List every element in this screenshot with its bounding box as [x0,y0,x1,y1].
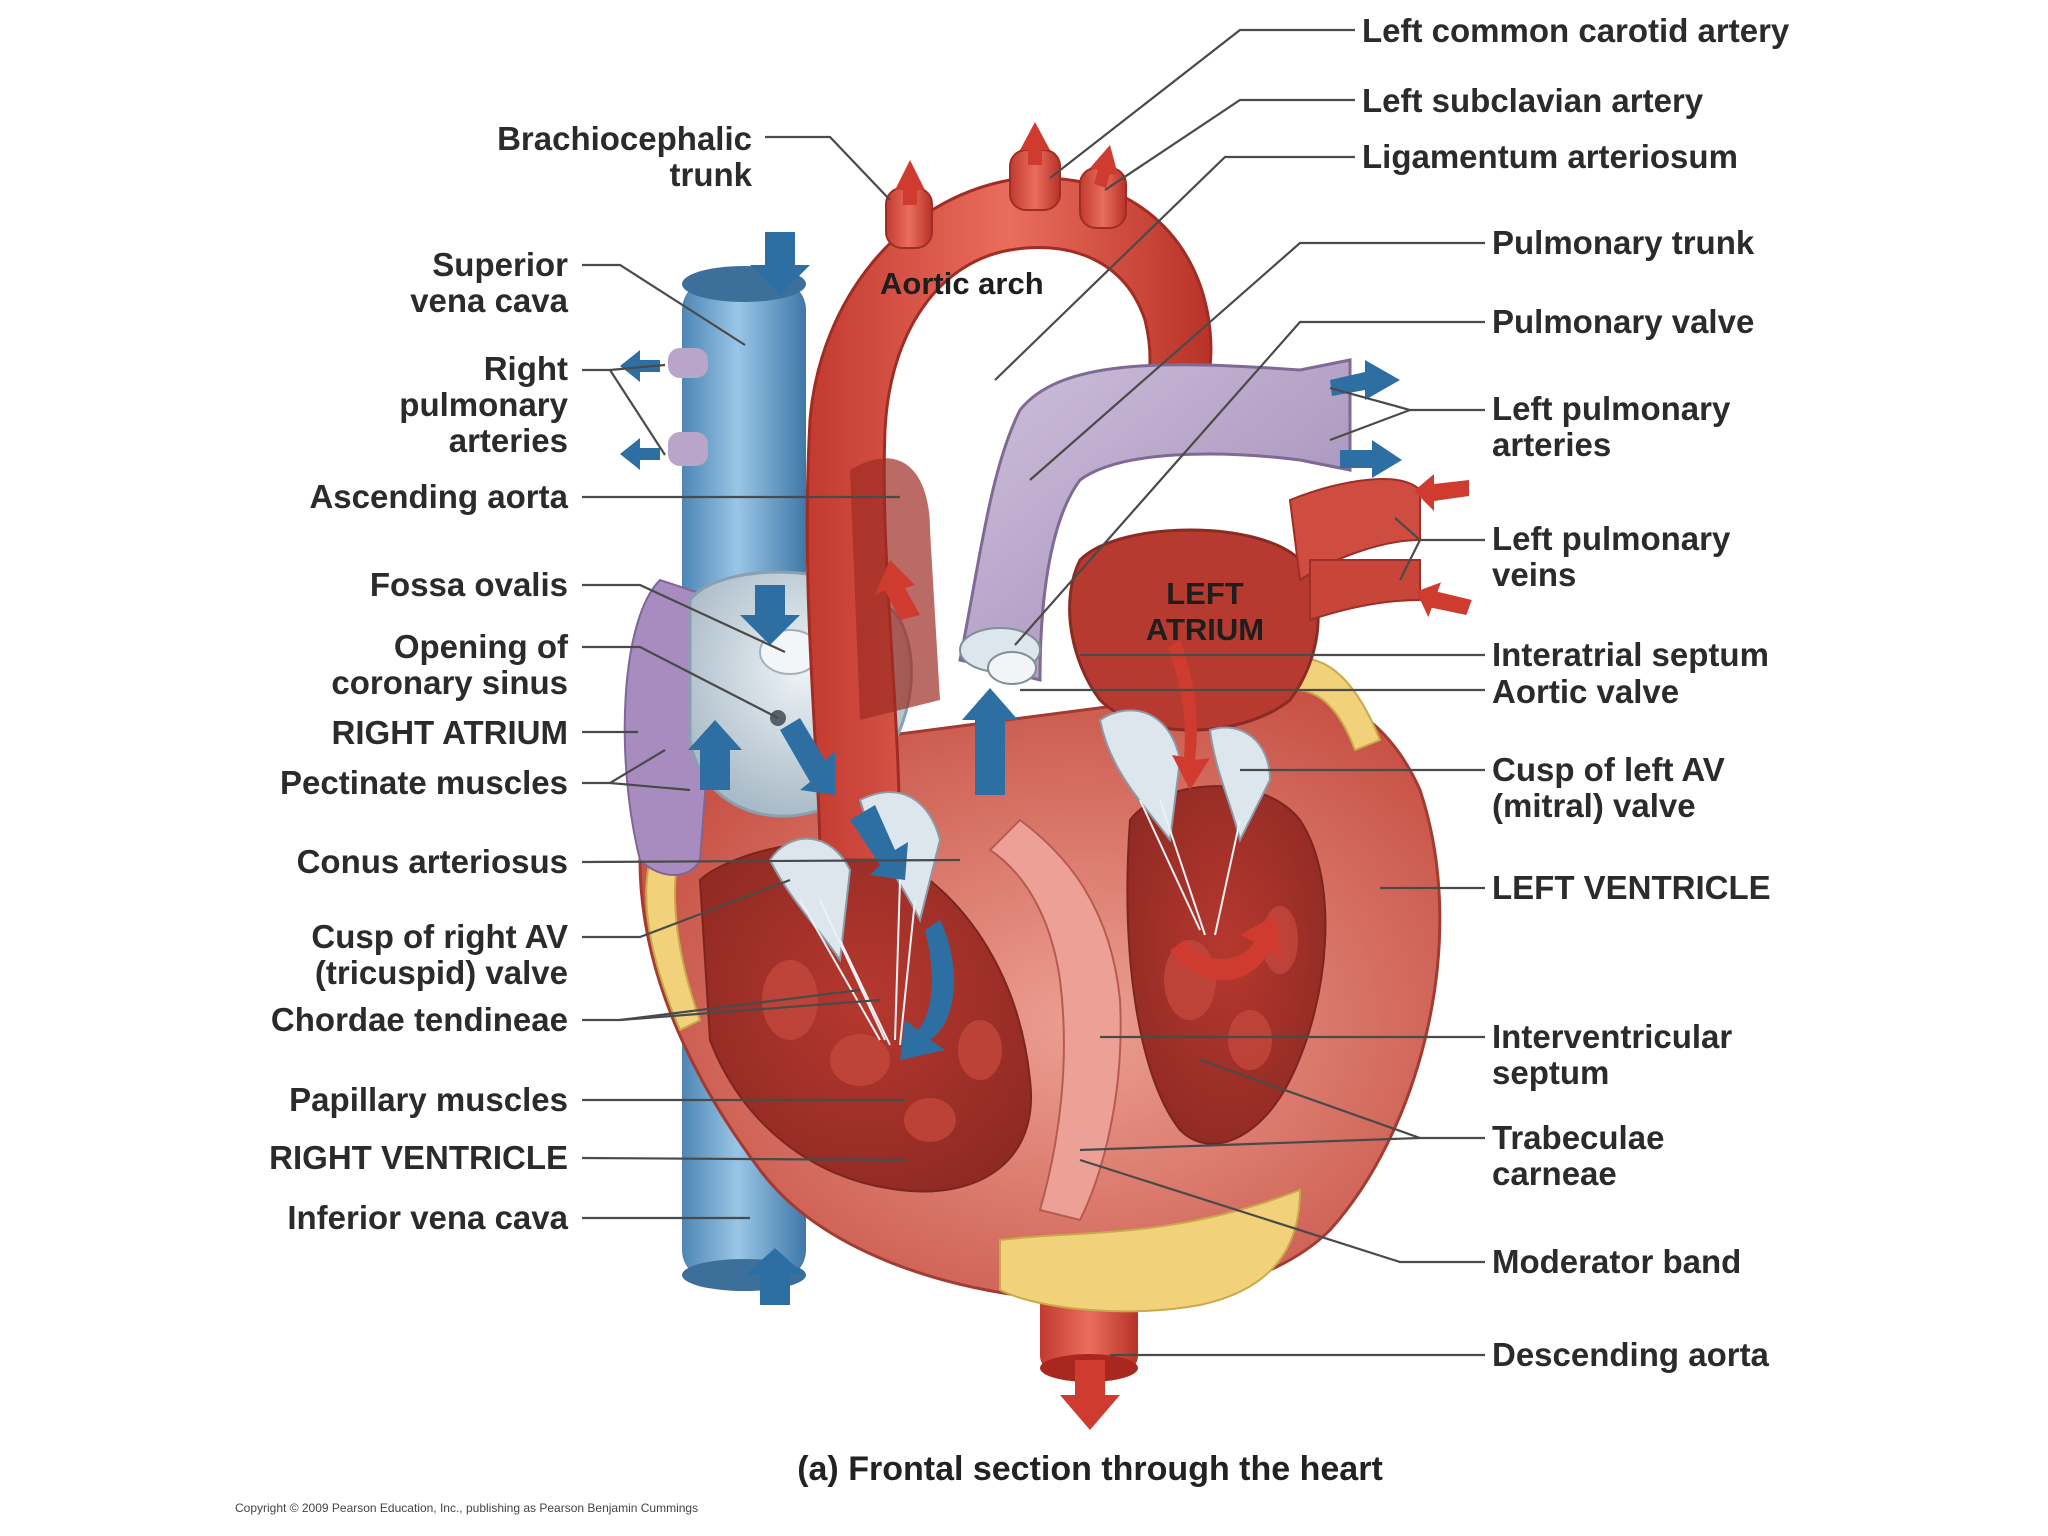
label-fossa-ovalis: Fossa ovalis [370,566,568,603]
label-left-pulmonary-veins-2: veins [1492,556,1576,593]
label-interventricular-septum-2: septum [1492,1054,1609,1091]
label-right-atrium: RIGHT ATRIUM [332,714,568,751]
label-right-ventricle: RIGHT VENTRICLE [269,1139,568,1176]
right-pulmonary-arteries-vessel [668,348,708,466]
label-left-pulmonary-arteries-2: arteries [1492,426,1611,463]
label-mitral-valve-1: Cusp of left AV [1492,751,1725,788]
label-aortic-arch: Aortic arch [880,266,1044,301]
label-interatrial-septum: Interatrial septum [1492,636,1769,673]
label-left-pulmonary-veins-1: Left pulmonary [1492,520,1731,557]
label-ascending-aorta: Ascending aorta [309,478,568,515]
label-interventricular-septum-1: Interventricular [1492,1018,1732,1055]
left-pulmonary-veins-vessel [1288,478,1421,622]
label-trabeculae-carneae-2: carneae [1492,1155,1617,1192]
label-left-atrium-2: ATRIUM [1146,612,1264,647]
label-left-pulmonary-arteries-1: Left pulmonary [1492,390,1731,427]
label-opening-coronary-sinus-2: coronary sinus [331,664,568,701]
label-left-common-carotid-artery: Left common carotid artery [1362,12,1790,49]
blood-flow-arrows-red [875,122,1472,1430]
label-pulmonary-valve: Pulmonary valve [1492,303,1754,340]
label-left-subclavian-artery: Left subclavian artery [1362,82,1704,119]
label-pectinate-muscles: Pectinate muscles [280,764,568,801]
label-pulmonary-trunk: Pulmonary trunk [1492,224,1755,261]
label-left-atrium-1: LEFT [1166,576,1244,611]
label-superior-vena-cava-2: vena cava [410,282,568,319]
label-chordae-tendineae: Chordae tendineae [271,1001,568,1038]
label-right-pulmonary-arteries-2: pulmonary [399,386,568,423]
label-brachiocephalic-trunk-1: Brachiocephalic [497,120,752,157]
figure-caption: (a) Frontal section through the heart [797,1450,1383,1488]
chordae-strands [799,799,1241,1046]
label-mitral-valve-2: (mitral) valve [1492,787,1696,824]
aortic-valve-shape [959,627,1041,685]
left-atrium-chamber [1068,528,1320,732]
epicardial-fat [999,1188,1302,1313]
leader-lines [581,28,1485,1357]
label-tricuspid-valve-2: (tricuspid) valve [315,954,568,991]
right-labels: Left common carotid artery Left subclavi… [1362,12,1790,1373]
label-trabeculae-carneae-1: Trabeculae [1492,1119,1664,1156]
inner-labels: Aortic arch LEFT ATRIUM [880,266,1264,647]
label-superior-vena-cava-1: Superior [432,246,568,283]
label-right-pulmonary-arteries-1: Right [484,350,568,387]
label-left-ventricle: LEFT VENTRICLE [1492,869,1771,906]
label-ligamentum-arteriosum: Ligamentum arteriosum [1362,138,1738,175]
label-inferior-vena-cava: Inferior vena cava [287,1199,568,1236]
heart-illustration [620,122,1472,1430]
label-aortic-valve: Aortic valve [1492,673,1679,710]
label-moderator-band: Moderator band [1492,1243,1741,1280]
label-right-pulmonary-arteries-3: arteries [449,422,568,459]
label-descending-aorta: Descending aorta [1492,1336,1770,1373]
copyright-notice: Copyright © 2009 Pearson Education, Inc.… [235,1501,698,1515]
label-brachiocephalic-trunk-2: trunk [670,156,753,193]
label-conus-arteriosus: Conus arteriosus [297,843,568,880]
label-tricuspid-valve-1: Cusp of right AV [311,918,568,955]
left-labels: Brachiocephalic trunk Superior vena cava… [269,120,752,1236]
blood-flow-arrows-blue [620,232,1402,1305]
label-opening-coronary-sinus-1: Opening of [394,628,569,665]
pulmonary-trunk-vessel [958,358,1352,682]
interventricular-septum-tissue [988,818,1122,1222]
label-papillary-muscles: Papillary muscles [289,1081,568,1118]
